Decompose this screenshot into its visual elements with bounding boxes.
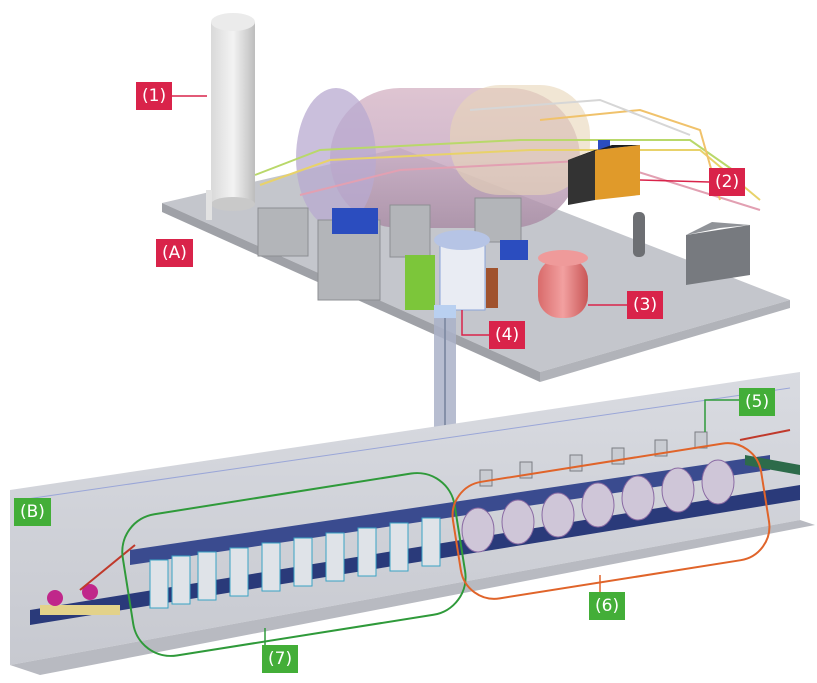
label-1: (1) xyxy=(136,82,173,110)
right-platform-stairs xyxy=(739,429,800,475)
group-7-outline xyxy=(121,472,467,657)
label-b: (B) xyxy=(14,498,51,526)
label-5: (5) xyxy=(739,388,776,416)
leader-lines xyxy=(171,95,739,645)
label-a: (A) xyxy=(156,239,193,267)
underground-tunnel xyxy=(10,372,815,675)
stage-vessels-group6 xyxy=(461,459,735,553)
gas-bottle-racks-left xyxy=(257,197,522,301)
label-4: (4) xyxy=(489,321,526,349)
horizontal-cryostat-vessel xyxy=(296,85,590,228)
label-6: (6) xyxy=(589,592,626,620)
surface-piping xyxy=(254,98,761,211)
group-6-outline xyxy=(451,442,771,600)
vertical-storage-tank xyxy=(206,13,255,220)
stage-modules-group7 xyxy=(149,517,441,609)
central-dewar-assembly xyxy=(405,230,498,319)
left-feed-equipment xyxy=(40,544,136,615)
right-cabinets xyxy=(633,212,750,285)
label-3: (3) xyxy=(627,291,664,319)
red-pressure-tank xyxy=(538,250,588,318)
label-7: (7) xyxy=(262,645,299,673)
label-2: (2) xyxy=(709,168,746,196)
control-box xyxy=(568,145,640,205)
